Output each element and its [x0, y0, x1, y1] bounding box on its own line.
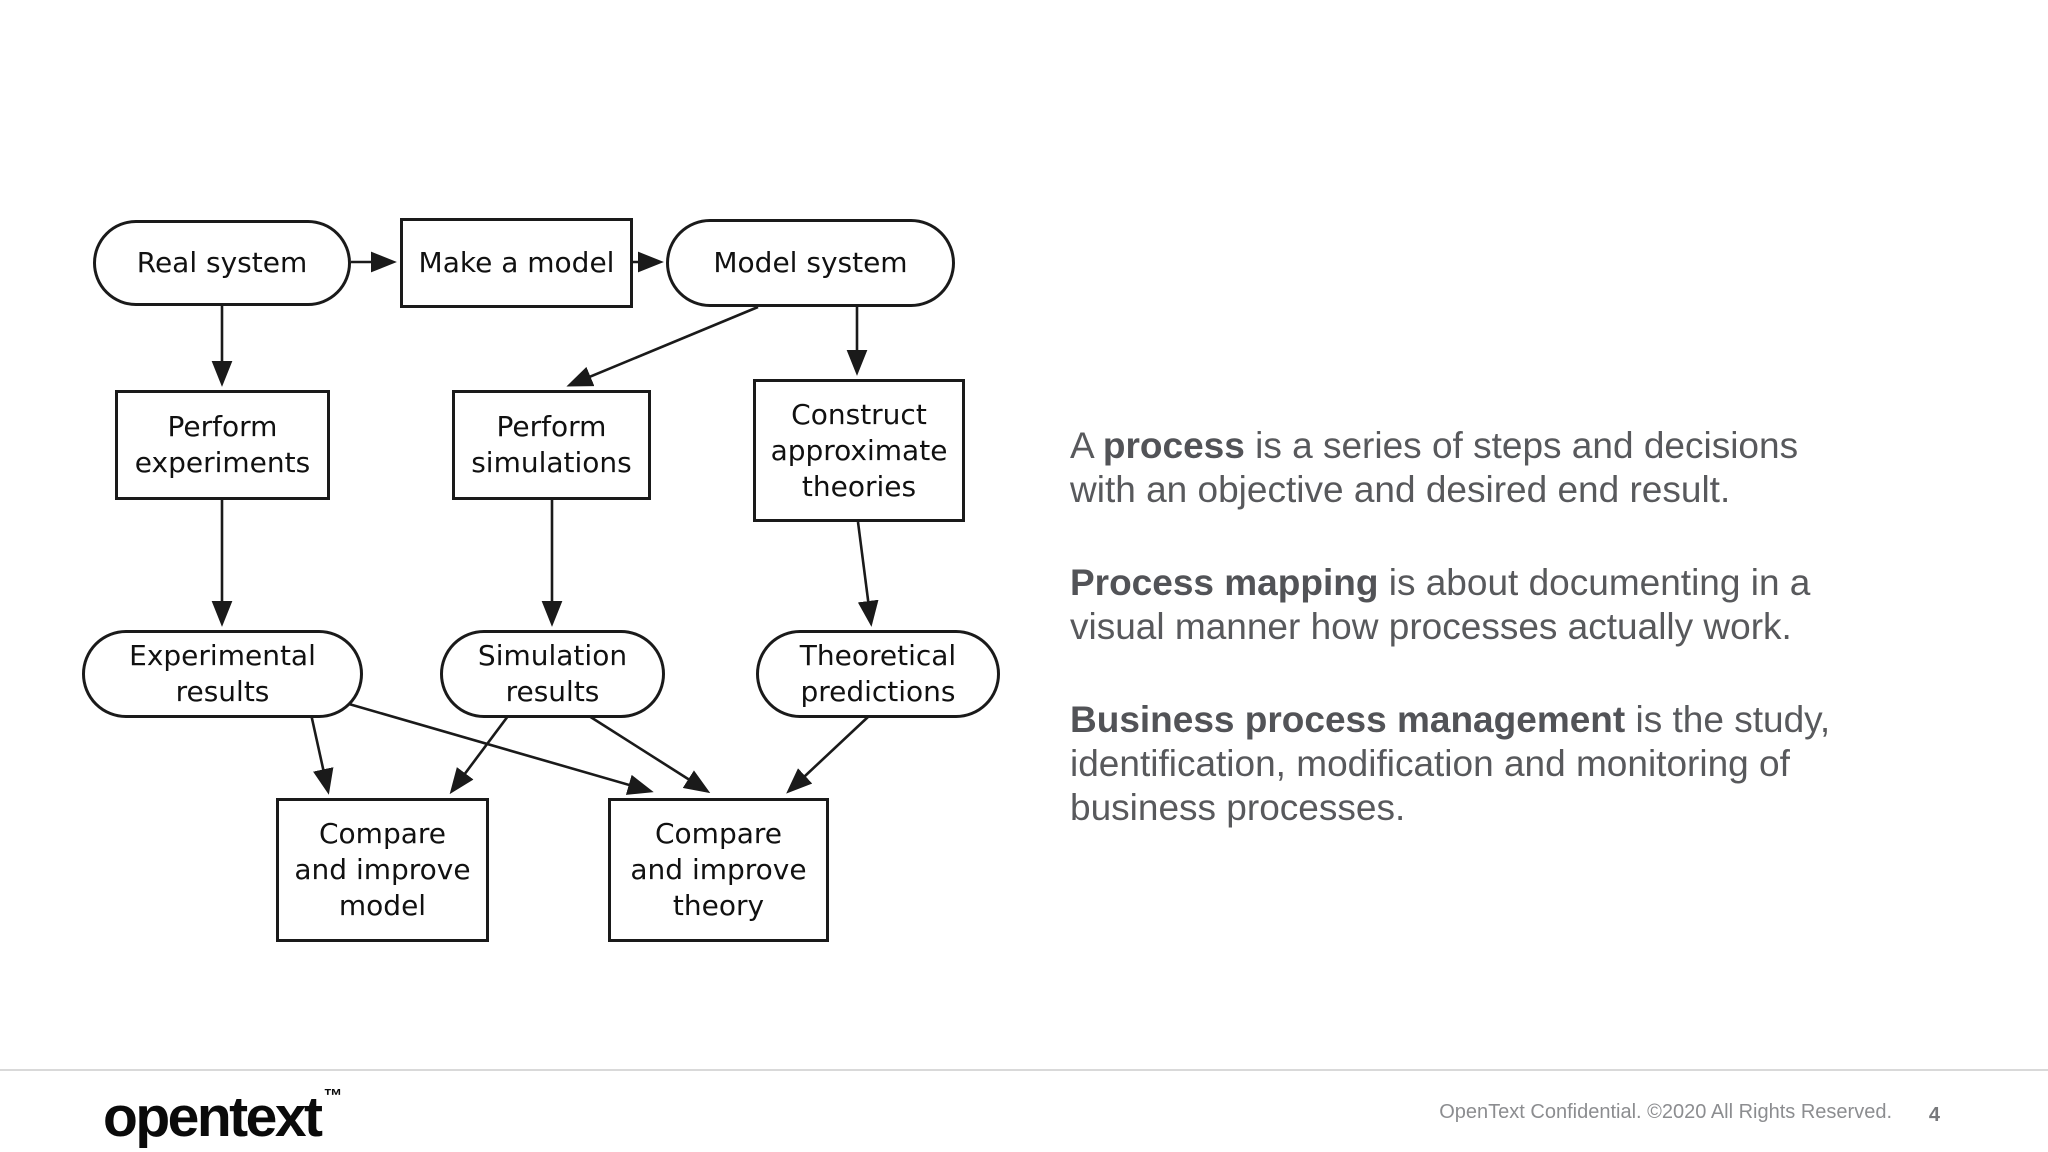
page-number: 4 [1928, 1104, 1940, 1126]
node-label: Compare and improve model [294, 817, 471, 922]
node-label: Real system [136, 246, 308, 279]
node-label: Experimental results [129, 639, 316, 708]
edge-experimental-results-to-compare-model [309, 713, 334, 795]
node-label: Construct approximate theories [770, 397, 948, 503]
flowchart-node-compare-and-improve-theory: Compare and improve theory [608, 798, 829, 942]
paragraph-rest: is the study, identification, modificati… [1070, 699, 1831, 828]
edge-theoretical-predictions-to-compare-theory [786, 715, 870, 794]
paragraph-bold-term: Business process management [1070, 699, 1626, 740]
edge-simulation-results-to-compare-model [449, 715, 510, 795]
node-label: Make a model [418, 246, 615, 279]
paragraph-prefix: A [1070, 425, 1103, 466]
opentext-logo-text: opentext [103, 1085, 323, 1149]
trademark-symbol: ™ [323, 1086, 343, 1107]
flowchart-node-compare-and-improve-model: Compare and improve model [276, 798, 489, 942]
edge-model-system-to-perform-simulations [566, 305, 759, 387]
edge-construct-theories-to-theoretical-predictions [856, 521, 879, 627]
flowchart-node-construct-approximate-theories: Construct approximate theories [753, 379, 965, 522]
node-label: Compare and improve theory [630, 817, 807, 922]
flowchart-node-real-system: Real system [93, 220, 351, 306]
node-label: Model system [713, 246, 908, 279]
paragraph-business-process-management: Business process management is the study… [1070, 698, 1880, 830]
flowchart-node-model-system: Model system [666, 219, 955, 307]
flowchart-node-simulation-results: Simulation results [440, 630, 665, 718]
flowchart-node-experimental-results: Experimental results [82, 630, 363, 718]
paragraph-process-mapping: Process mapping is about documenting in … [1070, 561, 1880, 649]
paragraph-rest: is about documenting in a visual manner … [1070, 562, 1811, 647]
footer-confidential-text: OpenText Confidential. ©2020 All Rights … [1439, 1101, 1892, 1123]
node-label: Perform simulations [471, 410, 632, 479]
paragraph-rest: is a series of steps and decisions with … [1070, 425, 1799, 510]
paragraph-bold-term: Process mapping [1070, 562, 1379, 603]
flowchart-node-theoretical-predictions: Theoretical predictions [756, 630, 1000, 718]
footer-divider [0, 1069, 2048, 1071]
paragraph-bold-term: process [1102, 425, 1245, 466]
node-label: Theoretical predictions [799, 639, 957, 708]
flowchart-node-perform-experiments: Perform experiments [115, 390, 330, 500]
paragraph-process: A process is a series of steps and decis… [1070, 424, 1880, 512]
node-label: Perform experiments [134, 410, 311, 479]
flowchart-node-make-a-model: Make a model [400, 218, 633, 308]
node-label: Simulation results [477, 639, 628, 708]
flowchart-node-perform-simulations: Perform simulations [452, 390, 651, 500]
edge-simulation-results-to-compare-theory [588, 714, 711, 794]
definitions-text-block: A process is a series of steps and decis… [1070, 424, 1880, 830]
